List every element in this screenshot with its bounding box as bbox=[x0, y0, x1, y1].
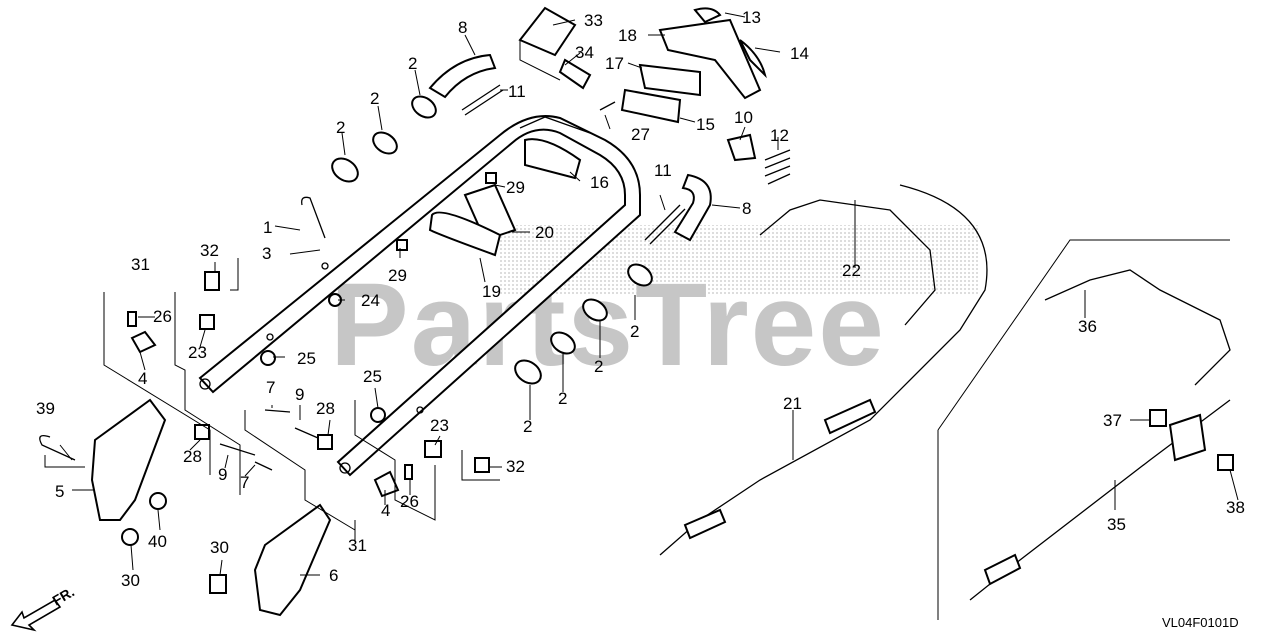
callout-8-top[interactable]: 8 bbox=[458, 18, 467, 37]
callout-16[interactable]: 16 bbox=[590, 173, 609, 192]
callout-28-top[interactable]: 28 bbox=[316, 399, 335, 418]
callout-30-mid[interactable]: 30 bbox=[210, 538, 229, 557]
callout-28-low[interactable]: 28 bbox=[183, 447, 202, 466]
callout-40[interactable]: 40 bbox=[148, 532, 167, 551]
callout-12[interactable]: 12 bbox=[770, 126, 789, 145]
callout-39[interactable]: 39 bbox=[36, 399, 55, 418]
clamp-rings bbox=[331, 95, 653, 385]
callout-2-b[interactable]: 2 bbox=[370, 89, 379, 108]
callout-9-top[interactable]: 9 bbox=[295, 385, 304, 404]
watermark-text: PartsTree bbox=[330, 259, 886, 391]
drawing-code: VL04F0101D bbox=[1162, 615, 1239, 630]
callout-15[interactable]: 15 bbox=[696, 115, 715, 134]
callout-24[interactable]: 24 bbox=[361, 291, 380, 310]
callout-19[interactable]: 19 bbox=[482, 282, 501, 301]
callout-36[interactable]: 36 bbox=[1078, 317, 1097, 336]
callout-27[interactable]: 27 bbox=[631, 125, 650, 144]
callout-5[interactable]: 5 bbox=[55, 482, 64, 501]
callout-32-low[interactable]: 32 bbox=[506, 457, 525, 476]
callout-23-mid[interactable]: 23 bbox=[430, 416, 449, 435]
callout-37[interactable]: 37 bbox=[1103, 411, 1122, 430]
callout-23-left[interactable]: 23 bbox=[188, 343, 207, 362]
callout-32-top[interactable]: 32 bbox=[200, 241, 219, 260]
callout-25-low[interactable]: 25 bbox=[363, 367, 382, 386]
callout-2-d[interactable]: 2 bbox=[630, 322, 639, 341]
brackets bbox=[39, 398, 332, 617]
callout-34[interactable]: 34 bbox=[575, 43, 594, 62]
callout-25-mid[interactable]: 25 bbox=[297, 349, 316, 368]
callout-3[interactable]: 3 bbox=[262, 244, 271, 263]
callout-13[interactable]: 13 bbox=[742, 8, 761, 27]
callout-29-mid[interactable]: 29 bbox=[388, 266, 407, 285]
callout-4-low[interactable]: 4 bbox=[381, 501, 390, 520]
callout-30-left[interactable]: 30 bbox=[121, 571, 140, 590]
callout-numbers: 33 34 18 13 14 17 8 11 2 2 2 2 27 15 10 … bbox=[36, 8, 1245, 590]
callout-2-e[interactable]: 2 bbox=[594, 357, 603, 376]
callout-14[interactable]: 14 bbox=[790, 44, 809, 63]
front-direction-indicator: FR. bbox=[10, 583, 77, 632]
callout-18[interactable]: 18 bbox=[618, 26, 637, 45]
callout-26-top[interactable]: 26 bbox=[153, 307, 172, 326]
callout-17[interactable]: 17 bbox=[605, 54, 624, 73]
callout-2-a[interactable]: 2 bbox=[408, 54, 417, 73]
callout-2-f[interactable]: 2 bbox=[558, 389, 567, 408]
callout-22[interactable]: 22 bbox=[842, 261, 861, 280]
arrow-down-left-icon bbox=[10, 598, 62, 632]
callout-31-low[interactable]: 31 bbox=[348, 536, 367, 555]
callout-1[interactable]: 1 bbox=[263, 218, 272, 237]
cables bbox=[659, 184, 1231, 601]
callout-2-g[interactable]: 2 bbox=[523, 417, 532, 436]
callout-21[interactable]: 21 bbox=[783, 394, 802, 413]
leader-lines bbox=[59, 12, 1239, 576]
handle-frame bbox=[198, 115, 641, 477]
callout-35[interactable]: 35 bbox=[1107, 515, 1126, 534]
callout-2-c[interactable]: 2 bbox=[336, 118, 345, 137]
callout-6[interactable]: 6 bbox=[329, 566, 338, 585]
grouping-lines bbox=[44, 40, 1230, 620]
callout-20[interactable]: 20 bbox=[535, 223, 554, 242]
callout-9-low[interactable]: 9 bbox=[218, 465, 227, 484]
callout-26-low[interactable]: 26 bbox=[400, 492, 419, 511]
callout-4-top[interactable]: 4 bbox=[138, 369, 147, 388]
callout-10[interactable]: 10 bbox=[734, 108, 753, 127]
callout-33[interactable]: 33 bbox=[584, 11, 603, 30]
callout-11-mid[interactable]: 11 bbox=[654, 161, 672, 180]
tubes-and-pins bbox=[428, 53, 712, 245]
callout-29-top[interactable]: 29 bbox=[506, 178, 525, 197]
callout-8-mid[interactable]: 8 bbox=[742, 199, 751, 218]
control-lever-parts bbox=[428, 6, 791, 257]
callout-31-top[interactable]: 31 bbox=[131, 255, 150, 274]
callout-38[interactable]: 38 bbox=[1226, 498, 1245, 517]
watermark: PartsTree bbox=[330, 225, 980, 391]
callout-7-low[interactable]: 7 bbox=[240, 473, 249, 492]
callout-7-top[interactable]: 7 bbox=[266, 378, 275, 397]
callout-11-top[interactable]: 11 bbox=[508, 82, 526, 101]
